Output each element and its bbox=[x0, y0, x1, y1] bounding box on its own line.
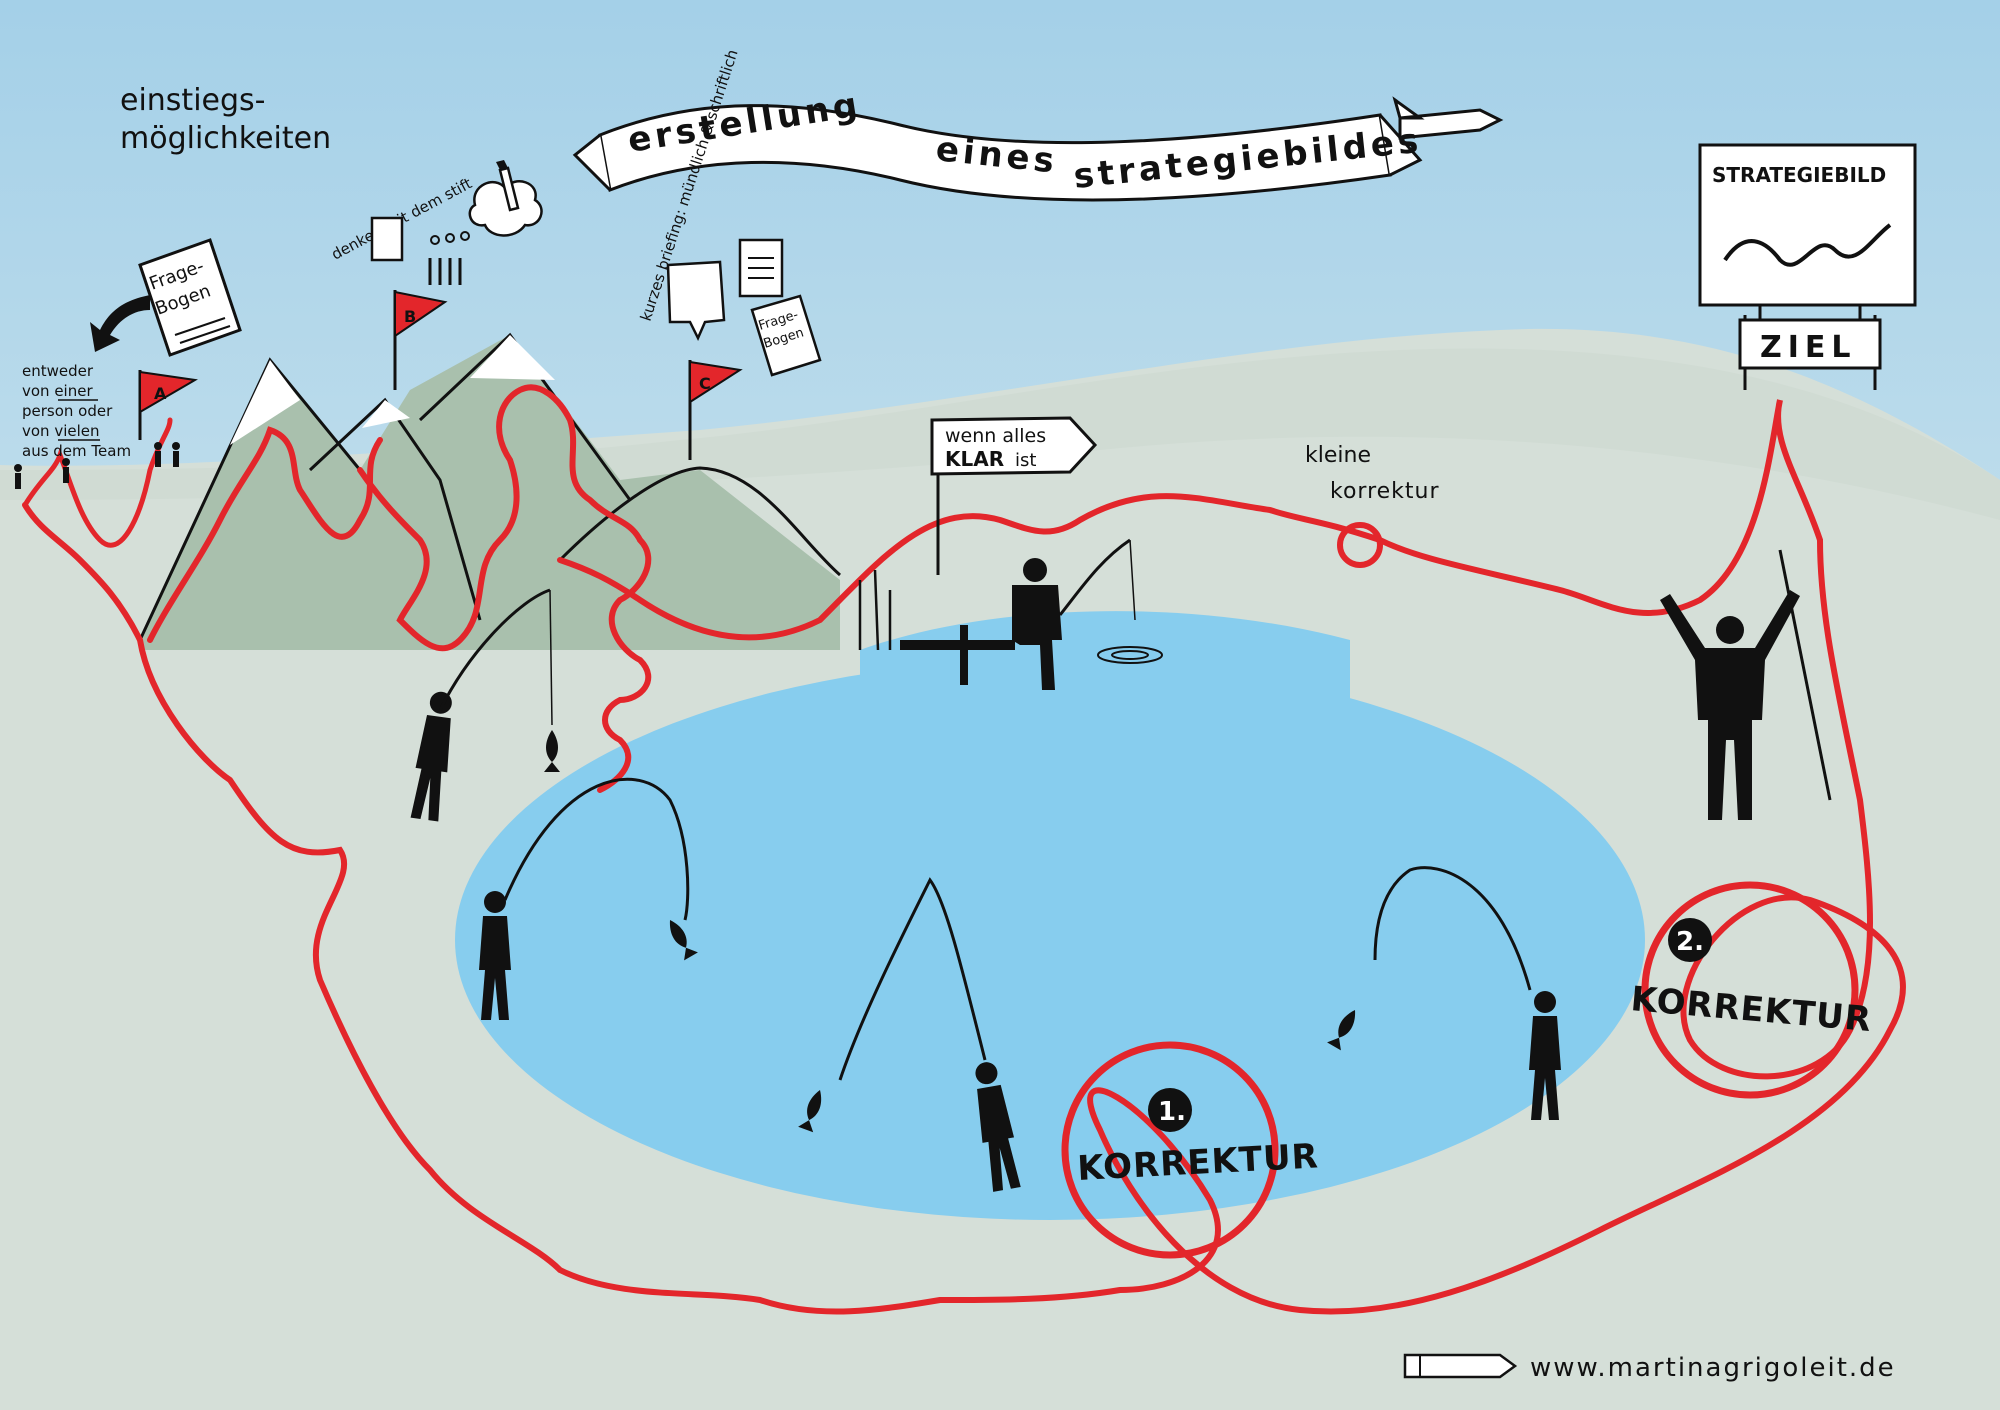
flag-b-label: B bbox=[404, 307, 416, 326]
sign-line2-rest: ist bbox=[1015, 450, 1036, 471]
team-people-icon bbox=[14, 442, 180, 489]
entry-note-line5: aus dem Team bbox=[22, 442, 131, 460]
entry-note-line4: von vielen bbox=[22, 422, 100, 440]
written-document-icon bbox=[738, 238, 784, 298]
small-correction-line1: kleine bbox=[1305, 443, 1371, 468]
flag-c-label: C bbox=[699, 374, 711, 393]
direction-sign: wenn alles KLAR ist bbox=[930, 416, 1098, 575]
mountain-path-b bbox=[357, 384, 643, 652]
finish-gate: ZIEL bbox=[1738, 315, 1882, 390]
idea-cloud-pencil-icon bbox=[468, 160, 543, 237]
entry-note-line2: von einer bbox=[22, 382, 93, 400]
strategy-picture-board: STRATEGIEBILD bbox=[1698, 143, 1917, 325]
fisher-right bbox=[1327, 866, 1561, 1120]
pencil-icon bbox=[1403, 1353, 1518, 1379]
footer-url: www.martinagrigoleit.de bbox=[1530, 1353, 1896, 1383]
strategy-path-start bbox=[22, 417, 173, 548]
lake bbox=[455, 660, 1645, 1220]
pencil-rocket-icon bbox=[1392, 96, 1504, 140]
flag-b: B bbox=[393, 290, 448, 390]
mountains bbox=[138, 332, 841, 650]
questionnaire-c-document-icon: Frage- Bogen bbox=[750, 294, 822, 377]
correction-1-loop bbox=[1061, 1041, 1279, 1259]
footer: www.martinagrigoleit.de bbox=[1403, 1353, 1896, 1383]
sign-line1: wenn alles bbox=[945, 425, 1046, 447]
fisher-mountain bbox=[408, 588, 560, 822]
jetty-fisher bbox=[858, 538, 1163, 690]
flag-a-label: A bbox=[154, 384, 167, 403]
fisher-center bbox=[798, 877, 1023, 1193]
finish-label: ZIEL bbox=[1760, 330, 1857, 365]
entry-heading-line2: möglichkeiten bbox=[120, 121, 331, 156]
mountain-path-c bbox=[597, 537, 652, 793]
entry-note-line3: person oder bbox=[22, 402, 113, 420]
entry-note: entweder von einer person oder von viele… bbox=[22, 362, 131, 460]
speech-bubble-icon bbox=[666, 260, 726, 341]
entry-heading-line1: einstiegs- bbox=[120, 83, 266, 118]
entry-note-line1: entweder bbox=[22, 362, 94, 380]
small-correction-loop bbox=[1337, 522, 1383, 568]
fisher-left bbox=[479, 777, 698, 1020]
cheering-person bbox=[1660, 549, 1832, 820]
small-correction-line2: korrektur bbox=[1330, 479, 1440, 504]
mountain-path-a bbox=[147, 426, 383, 643]
flag-a: A bbox=[138, 370, 198, 440]
strategy-path bbox=[22, 399, 1906, 1315]
flag-c: C bbox=[688, 360, 743, 460]
strategy-picture-label: STRATEGIEBILD bbox=[1712, 163, 1886, 187]
curved-arrow-icon bbox=[90, 295, 150, 352]
correction-2-number: 2. bbox=[1676, 927, 1704, 957]
correction-1-number: 1. bbox=[1158, 1097, 1186, 1127]
sign-line2-bold: KLAR bbox=[945, 447, 1004, 471]
correction-2-loop bbox=[1641, 881, 1859, 1099]
questionnaire-document-icon: Frage- Bogen bbox=[138, 238, 242, 357]
thinking-people-icon bbox=[370, 216, 470, 285]
lake-cove bbox=[860, 611, 1350, 700]
